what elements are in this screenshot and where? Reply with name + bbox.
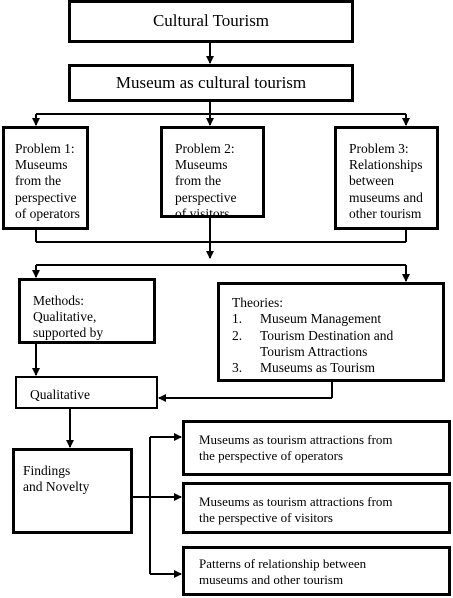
theory-text: Museums as Tourism	[260, 360, 376, 376]
theories-box: Theories: 1. Museum Management 2. Touris…	[217, 282, 445, 382]
problem-2-text: Problem 2: Museums from the perspective …	[175, 141, 237, 218]
methods-text: Methods: Qualitative, supported by quant…	[33, 293, 104, 341]
cultural-tourism-box: Cultural Tourism	[68, 0, 354, 43]
theory-number: 1.	[232, 311, 243, 327]
theory-item: 1. Museum Management	[232, 311, 442, 327]
museum-box: Museum as cultural tourism	[68, 64, 354, 102]
qualitative-label: Qualitative	[30, 387, 90, 402]
theory-item: 3. Museums as Tourism	[232, 360, 442, 376]
problem-3-text: Problem 3: Relationships between museums…	[349, 141, 423, 221]
cultural-tourism-label: Cultural Tourism	[152, 11, 270, 31]
finding-relationship-text: Patterns of relationship between museums…	[199, 556, 367, 587]
findings-label: Findings and Novelty	[23, 463, 90, 495]
qualitative-box: Qualitative	[15, 376, 158, 409]
theory-text: Museum Management	[260, 311, 382, 327]
finding-operators-box: Museums as tourism attractions from the …	[182, 420, 451, 476]
problem-1-text: Problem 1: Museums from the perspective …	[15, 141, 80, 221]
finding-operators-text: Museums as tourism attractions from the …	[199, 432, 393, 463]
theories-title: Theories:	[232, 295, 283, 310]
findings-box: Findings and Novelty	[12, 448, 133, 534]
finding-visitors-text: Museums as tourism attractions from the …	[199, 494, 393, 525]
problem-1-box: Problem 1: Museums from the perspective …	[2, 126, 89, 230]
problem-3-box: Problem 3: Relationships between museums…	[334, 126, 439, 230]
theory-item: 2. Tourism Destination and Tourism Attra…	[232, 328, 442, 360]
finding-relationship-box: Patterns of relationship between museums…	[182, 546, 451, 596]
finding-visitors-box: Museums as tourism attractions from the …	[182, 482, 451, 534]
theory-text: Tourism Destination and Tourism Attracti…	[260, 327, 394, 359]
theory-number: 2.	[232, 327, 243, 343]
theory-number: 3.	[232, 360, 243, 376]
museum-label: Museum as cultural tourism	[115, 72, 307, 92]
methods-box: Methods: Qualitative, supported by quant…	[18, 278, 156, 344]
problem-2-box: Problem 2: Museums from the perspective …	[160, 126, 265, 218]
